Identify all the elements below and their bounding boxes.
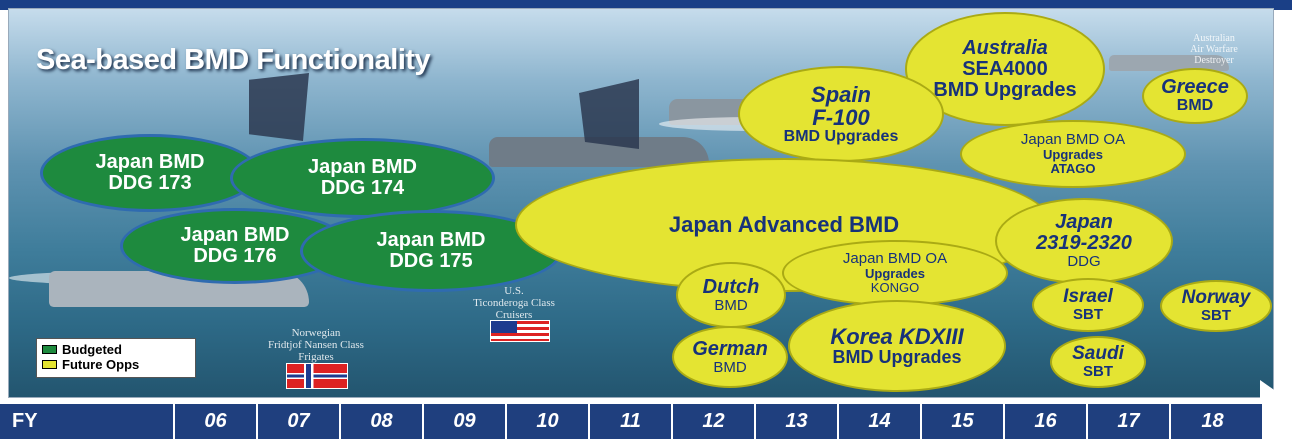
ellipse-line: German [692,337,768,360]
ellipse-line: Japan BMD OA [1020,131,1126,149]
ellipse-dutch-bmd: Dutch BMD [676,262,786,328]
fy-year: 12 [673,404,756,439]
fy-year: 08 [341,404,424,439]
fy-year: 14 [839,404,922,439]
caption-line: Cruisers [495,309,533,321]
caption-line: Norwegian [291,327,341,339]
ellipse-spain-f100: Spain F-100 BMD Upgrades [738,66,944,162]
fy-year: 16 [1005,404,1088,439]
ellipse-line: DDG 173 [108,172,192,194]
ellipse-line: Australia [962,36,1048,59]
ellipse-line: Dutch [702,275,760,298]
legend-swatch-budgeted [42,345,57,354]
caption-line: U.S. [504,285,524,297]
fy-year: 15 [922,404,1005,439]
radar-mast-image-2 [249,73,309,141]
caption-line: Australian [1193,33,1235,44]
title-strip [0,0,1292,10]
ellipse-line: Saudi [1072,343,1124,365]
ellipse-line: F-100 [812,104,870,130]
ellipse-line: ATAGO [1050,160,1096,176]
ellipse-japan-bmd-oa-atago: Japan BMD OA Upgrades ATAGO [960,120,1186,188]
ellipse-line: Japan BMD [308,156,417,178]
ellipse-line: BMD [714,296,748,314]
ellipse-greece-bmd: Greece BMD [1142,68,1248,124]
legend-row-budgeted: Budgeted [42,342,190,357]
timeline-arrowhead-icon [1260,380,1290,422]
norwegian-ship-caption: Norwegian Fridtjof Nansen Class Frigates [231,327,401,363]
norway-flag-icon [286,363,348,389]
caption-line: Destroyer [1194,55,1234,66]
panel-title: Sea-based BMD Functionality [36,44,431,76]
australia-awd-caption: Australian Air Warfare Destroyer [1169,33,1259,66]
ellipse-line: Spain [811,81,871,107]
ellipse-line: BMD [713,358,747,376]
ellipse-line: DDG 174 [320,177,405,199]
ellipse-japan-bmd-ddg-173: Japan BMD DDG 173 [40,134,260,212]
caption-line: Ticonderoga Class [473,297,555,309]
fy-year: 13 [756,404,839,439]
fiscal-year-bar: FY 06 07 08 09 10 11 12 13 14 15 16 17 1… [0,404,1262,439]
ellipse-line: BMD Upgrades [832,347,962,368]
ellipse-line: Norway [1181,287,1251,309]
ellipse-line: KONGO [870,279,920,295]
ellipse-line: Japan BMD OA [842,250,948,268]
ellipse-line: Japan Advanced BMD [668,212,900,238]
ellipse-line: DDG 176 [193,245,277,267]
awd-image [1109,55,1229,71]
ellipse-line: Korea KDXIII [830,324,964,349]
ellipse-line: Japan BMD [180,224,290,246]
caption-line: Frigates [298,351,334,363]
fy-year: 09 [424,404,507,439]
us-flag-canton [491,321,517,333]
us-cruiser-caption: U.S. Ticonderoga Class Cruisers [439,285,589,321]
ellipse-line: BMD Upgrades [783,127,899,145]
ellipse-line: DDG 175 [389,250,473,272]
ellipse-israel-sbt: Israel SBT [1032,278,1144,332]
legend-row-future: Future Opps [42,357,190,372]
ellipse-line: SBT [1201,307,1231,325]
fy-year: 07 [258,404,341,439]
ellipse-line: SBT [1073,306,1103,324]
fy-label: FY [0,404,175,439]
caption-line: Fridtjof Nansen Class [268,339,364,351]
ellipse-line: 2319-2320 [1036,232,1132,255]
ellipse-line: Japan BMD [376,229,486,251]
ellipse-korea-kdxiii: Korea KDXIII BMD Upgrades [788,300,1006,392]
ellipse-line: SEA4000 [962,57,1048,80]
ellipse-japan-2319-2320-ddg: Japan 2319-2320 DDG [995,198,1173,284]
fy-year: 11 [590,404,673,439]
ellipse-line: Japan [1055,211,1113,234]
ellipse-line: SBT [1083,363,1113,381]
ellipse-norway-sbt: Norway SBT [1160,280,1272,332]
us-flag-icon [490,320,550,342]
ellipse-line: Upgrades [865,266,925,282]
ellipse-saudi-sbt: Saudi SBT [1050,336,1146,388]
fy-year: 06 [175,404,258,439]
legend-label-future: Future Opps [62,357,140,372]
ellipse-line: Israel [1063,286,1113,308]
ellipse-line: Japan BMD [95,151,205,173]
ellipse-line: DDG [1067,253,1101,271]
legend-swatch-future [42,360,57,369]
ellipse-line: BMD [1176,97,1214,115]
fy-year: 17 [1088,404,1171,439]
caption-line: Air Warfare [1190,44,1238,55]
fy-year: 10 [507,404,590,439]
legend-label-budgeted: Budgeted [62,342,122,357]
legend: Budgeted Future Opps [36,338,196,378]
ellipse-german-bmd: German BMD [672,326,788,388]
ellipse-line: BMD Upgrades [933,78,1077,101]
ellipse-japan-bmd-ddg-174: Japan BMD DDG 174 [230,138,495,218]
ellipse-japan-bmd-oa-kongo: Japan BMD OA Upgrades KONGO [782,240,1008,306]
ellipse-line: Upgrades [1043,147,1103,163]
radar-mast-image [579,79,639,149]
fy-year: 18 [1201,410,1224,432]
ellipse-line: Greece [1161,76,1229,99]
